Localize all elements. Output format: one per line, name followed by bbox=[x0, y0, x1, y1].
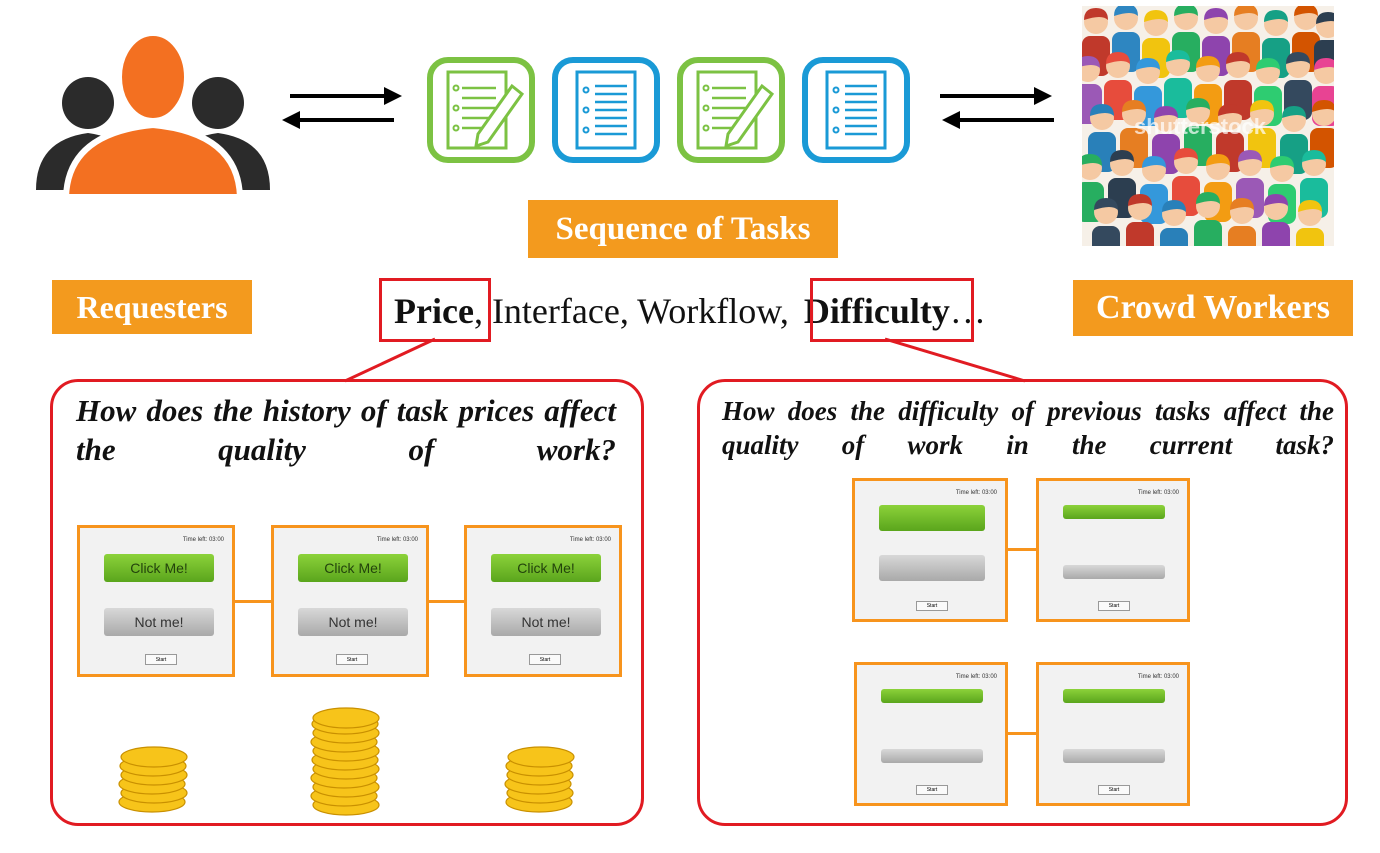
price-text: Price bbox=[394, 291, 474, 331]
start-button[interactable]: Start bbox=[916, 601, 948, 611]
task-list-icon bbox=[802, 57, 910, 163]
difficulty-question-text: How does the difficulty of previous task… bbox=[722, 396, 1334, 460]
start-button[interactable]: Start bbox=[916, 785, 948, 795]
task-mockup-2: Time left: 03:00 Click Me! Not me! Start bbox=[271, 525, 429, 677]
attributes-text: Interface, Workflow, bbox=[482, 291, 798, 331]
comma-text: , bbox=[473, 291, 483, 331]
green-target-button[interactable] bbox=[1063, 689, 1165, 703]
task-mockup-easy-2: Time left: 03:00 Start bbox=[854, 662, 1008, 806]
green-target-button[interactable] bbox=[881, 689, 983, 703]
start-button[interactable]: Start bbox=[1098, 785, 1130, 795]
task-list-icon bbox=[552, 57, 660, 163]
mockup-connector bbox=[1008, 548, 1036, 551]
bidirectional-arrow-left bbox=[282, 87, 402, 129]
time-left-text: Time left: 03:00 bbox=[1137, 674, 1179, 680]
click-me-button[interactable]: Click Me! bbox=[298, 554, 408, 582]
start-button[interactable]: Start bbox=[145, 654, 177, 665]
task-mockup-easy-1: Time left: 03:00 Start bbox=[1036, 478, 1190, 622]
bidirectional-arrow-right bbox=[940, 87, 1054, 129]
crowd-workers-label: Crowd Workers bbox=[1073, 280, 1353, 336]
ellipsis-text: … bbox=[949, 291, 986, 331]
difficulty-text: Difficulty bbox=[803, 291, 950, 331]
not-me-button[interactable]: Not me! bbox=[104, 608, 214, 636]
price-question-panel bbox=[50, 379, 644, 826]
click-me-button[interactable]: Click Me! bbox=[104, 554, 214, 582]
not-me-button[interactable]: Not me! bbox=[298, 608, 408, 636]
requesters-icon bbox=[36, 30, 270, 200]
task-edit-icon bbox=[427, 57, 535, 163]
coin-stack-icon bbox=[310, 707, 380, 816]
gray-decoy-button[interactable] bbox=[881, 749, 983, 763]
task-edit-icon bbox=[677, 57, 785, 163]
time-left-text: Time left: 03:00 bbox=[1137, 490, 1179, 496]
click-me-button[interactable]: Click Me! bbox=[491, 554, 601, 582]
requesters-label: Requesters bbox=[52, 280, 252, 334]
mockup-connector bbox=[1008, 732, 1036, 735]
mockup-connector bbox=[429, 600, 464, 603]
time-left-text: Time left: 03:00 bbox=[955, 490, 997, 496]
coin-stack-icon bbox=[504, 746, 575, 813]
not-me-button[interactable]: Not me! bbox=[491, 608, 601, 636]
crowd-image: shutterstock bbox=[1082, 6, 1334, 246]
difficulty-question-panel bbox=[697, 379, 1348, 826]
start-button[interactable]: Start bbox=[1098, 601, 1130, 611]
gray-decoy-button[interactable] bbox=[879, 555, 985, 581]
task-mockup-1: Time left: 03:00 Click Me! Not me! Start bbox=[77, 525, 235, 677]
time-left-text: Time left: 03:00 bbox=[182, 537, 224, 543]
green-target-button[interactable] bbox=[879, 505, 985, 531]
time-left-text: Time left: 03:00 bbox=[955, 674, 997, 680]
task-mockup-easy-3: Time left: 03:00 Start bbox=[1036, 662, 1190, 806]
sequence-of-tasks-label: Sequence of Tasks bbox=[528, 200, 838, 258]
gray-decoy-button[interactable] bbox=[1063, 749, 1165, 763]
task-attributes-line: Price, Interface, Workflow, Difficulty… bbox=[394, 290, 986, 332]
start-button[interactable]: Start bbox=[529, 654, 561, 665]
coin-stack-icon bbox=[118, 746, 188, 813]
gray-decoy-button[interactable] bbox=[1063, 565, 1165, 579]
task-mockup-hard-1: Time left: 03:00 Start bbox=[852, 478, 1008, 622]
green-target-button[interactable] bbox=[1063, 505, 1165, 519]
task-mockup-3: Time left: 03:00 Click Me! Not me! Start bbox=[464, 525, 622, 677]
watermark-text: shutterstock bbox=[1134, 114, 1267, 139]
start-button[interactable]: Start bbox=[336, 654, 368, 665]
time-left-text: Time left: 03:00 bbox=[569, 537, 611, 543]
price-question-text: How does the history of task prices affe… bbox=[76, 393, 616, 467]
mockup-connector bbox=[235, 600, 271, 603]
time-left-text: Time left: 03:00 bbox=[376, 537, 418, 543]
